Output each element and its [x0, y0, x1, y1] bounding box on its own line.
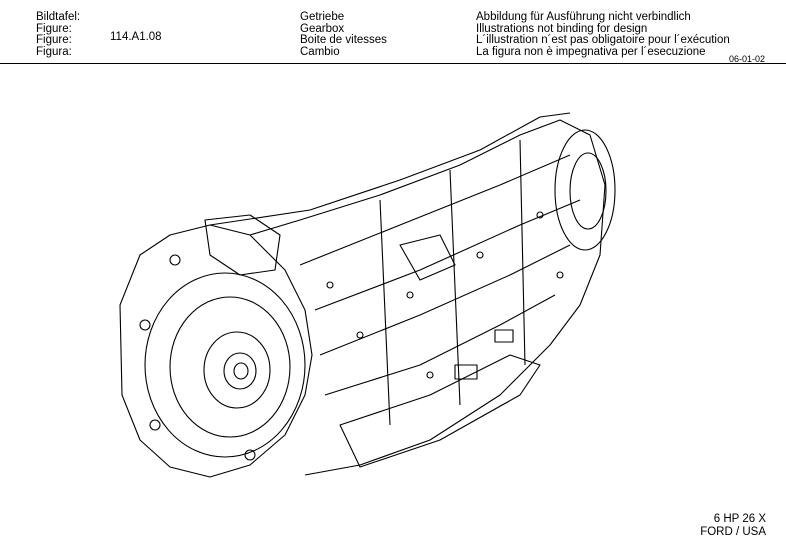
bolt-hole	[149, 419, 161, 431]
connector	[494, 329, 514, 343]
case-rib	[379, 199, 391, 426]
case-rib	[319, 244, 571, 356]
main-case	[249, 119, 606, 476]
oil-pan	[339, 354, 541, 468]
mounting-bracket	[399, 234, 456, 281]
title-it: Cambio	[300, 45, 340, 58]
bolt	[426, 371, 434, 379]
converter-shaft	[233, 362, 249, 380]
disclaimer-fr: L´illustration n´est pas obligatoire pou…	[476, 34, 730, 46]
header-labels: Bildtafel: Figure: Figure: Figura:	[36, 11, 81, 58]
gearbox-drawing	[119, 112, 616, 478]
bolt	[356, 331, 364, 339]
case-rib	[449, 169, 461, 406]
bell-housing	[119, 224, 313, 478]
bolt	[476, 251, 484, 259]
model-info: 6 HP 26 X FORD / USA	[700, 513, 766, 539]
bolt-hole	[244, 449, 256, 461]
rear-flange	[554, 129, 616, 251]
header: Bildtafel: Figure: Figure: Figura: 114.A…	[0, 0, 786, 64]
figure-number: 114.A1.08	[110, 31, 162, 43]
market-name: FORD / USA	[700, 526, 766, 538]
bolt	[406, 291, 414, 299]
converter-outer	[144, 272, 306, 458]
model-name: 6 HP 26 X	[713, 513, 766, 525]
bolt	[556, 271, 564, 279]
converter-inner	[203, 331, 271, 409]
rear-flange-inner	[569, 152, 607, 230]
case-rib	[299, 154, 571, 266]
converter-hub	[223, 352, 257, 390]
mounting-bracket	[204, 214, 281, 276]
disclaimer-en: Illustrations not binding for design	[476, 22, 648, 35]
header-divider	[0, 63, 786, 64]
label-figure-en: Figure:	[36, 22, 72, 35]
title-fr: Boite de vitesses	[300, 34, 387, 46]
case-rib	[314, 199, 581, 311]
header-titles: Getriebe Gearbox Boite de vitesses Cambi…	[300, 11, 387, 58]
bolt-hole	[169, 254, 181, 266]
label-figure-fr: Figure:	[36, 34, 72, 46]
title-en: Gearbox	[300, 22, 345, 35]
label-bildtafel: Bildtafel:	[36, 11, 81, 23]
case-rib	[324, 294, 556, 396]
bolt-hole	[139, 319, 151, 331]
disclaimer-de: Abbildung für Ausführung nicht verbindli…	[476, 11, 691, 23]
header-disclaimers: Abbildung für Ausführung nicht verbindli…	[476, 11, 730, 58]
bolt	[536, 211, 544, 219]
connector	[454, 364, 478, 380]
case-rib	[519, 139, 526, 366]
converter-mid	[169, 296, 291, 438]
bolt	[326, 281, 334, 289]
title-de: Getriebe	[300, 11, 345, 23]
case-top-edge	[209, 112, 571, 226]
disclaimer-it: La figura non è impegnativa per l´esecuz…	[476, 45, 706, 58]
label-figura: Figura:	[36, 45, 72, 58]
date: 06-01-02	[729, 54, 766, 64]
